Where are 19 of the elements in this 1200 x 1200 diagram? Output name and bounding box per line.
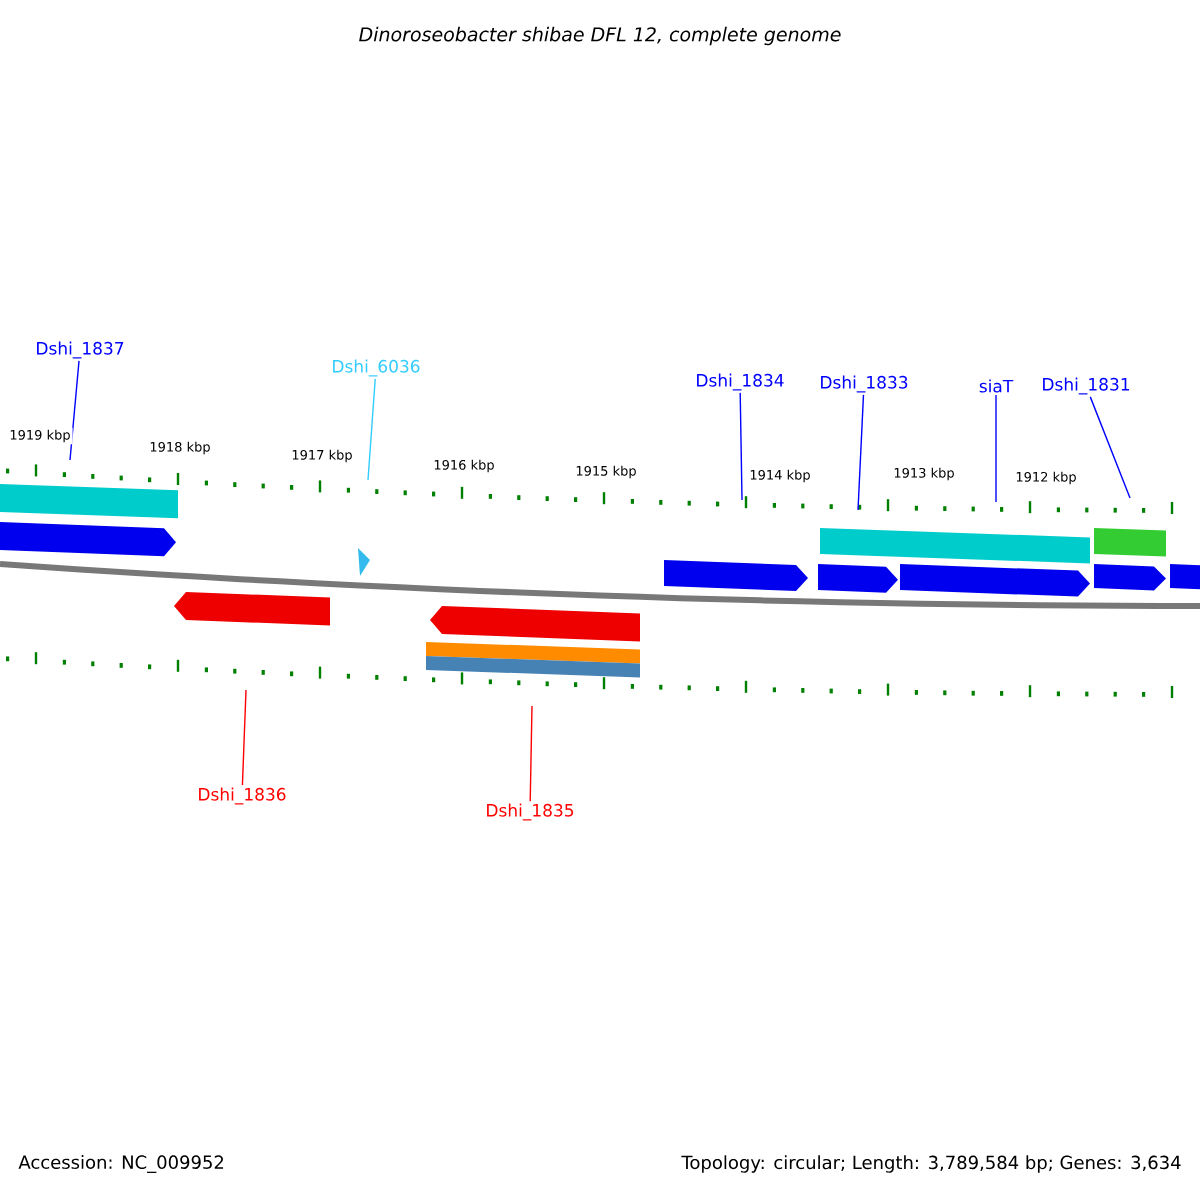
leader-line <box>69 360 80 461</box>
title: Dinoroseobacter shibae DFL 12, complete genome <box>359 26 841 46</box>
gene-label: Dshi_1833 <box>821 375 908 393</box>
gene-label: siaT <box>979 379 1014 393</box>
gene-label: Dshi_1836 <box>199 787 286 805</box>
gene-label: Dshi_1831 <box>1043 377 1130 395</box>
gene-label: Dshi_1837 <box>37 341 124 359</box>
gene-label: Dshi_1835 <box>487 803 574 821</box>
genome-summary-text: Topology: circular; Length: 3,789,584 bp; Genes: 3,634 <box>681 1155 1181 1173</box>
leader-line <box>241 689 247 786</box>
leader-line <box>739 392 743 501</box>
gene-label: Dshi_1834 <box>697 373 784 391</box>
leader-line <box>995 394 997 503</box>
leader-line <box>367 378 376 481</box>
accession-text: Accession: NC_009952 <box>18 1155 224 1173</box>
leader-line <box>529 705 533 802</box>
leader-line <box>857 394 865 511</box>
gene-label: Dshi_6036 <box>333 359 420 377</box>
leader-line <box>1089 396 1131 499</box>
